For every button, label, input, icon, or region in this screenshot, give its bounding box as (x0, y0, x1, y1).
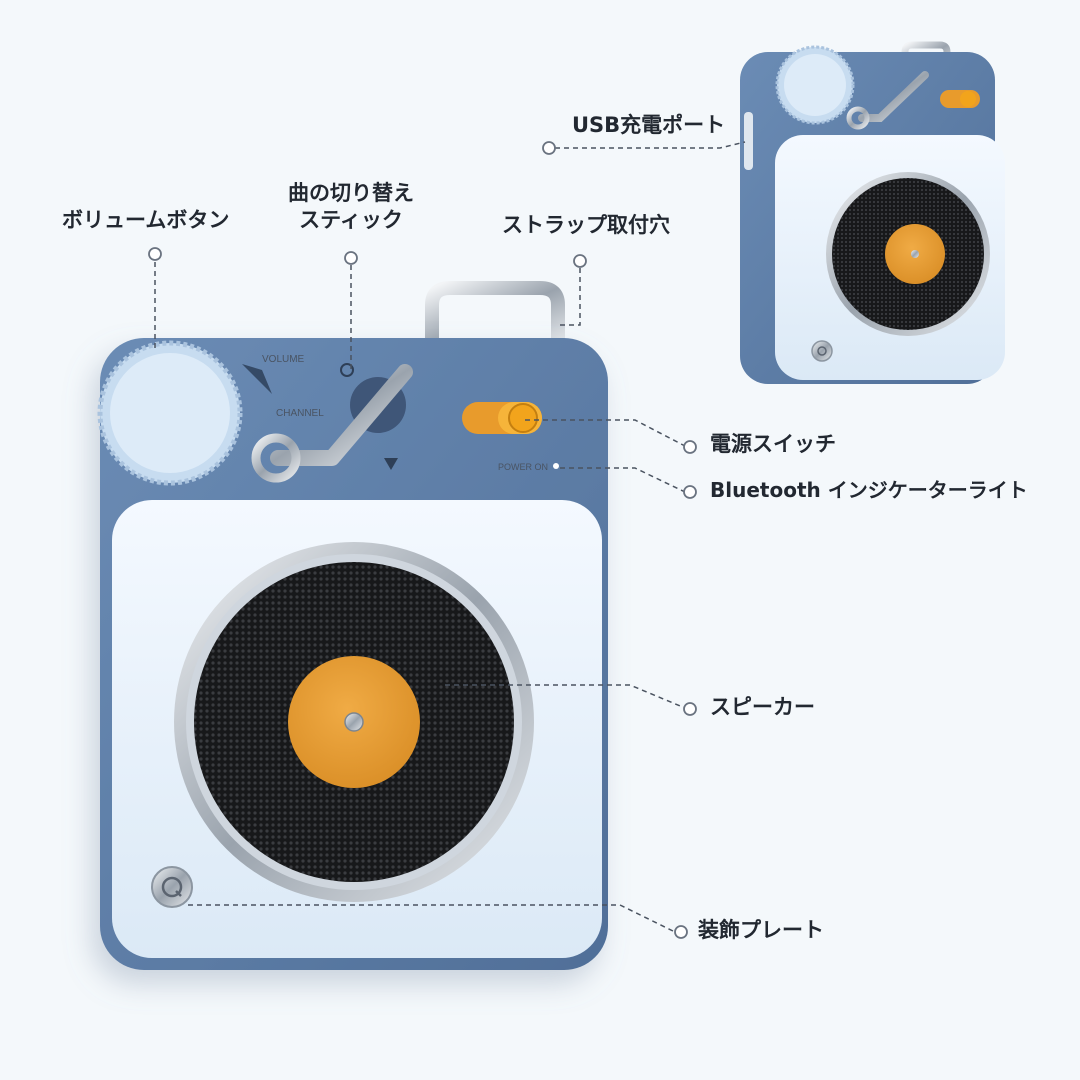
dot-usb (542, 141, 556, 155)
dot-volume (148, 247, 162, 261)
label-usb-port: USB充電ポート (572, 113, 726, 137)
label-song-switch-line1: 曲の切り替え (288, 181, 414, 205)
bluetooth-indicator-light (553, 463, 559, 469)
callout-dots (148, 141, 697, 939)
dot-strap (573, 254, 587, 268)
volume-wedge-icon (242, 364, 272, 394)
volume-print: VOLUME (262, 354, 305, 365)
label-decor-plate: 装飾プレート (698, 918, 824, 942)
decor-plate-icon (151, 866, 193, 908)
dot-channel (344, 251, 358, 265)
label-speaker: スピーカー (710, 695, 815, 719)
callout-lines (154, 141, 746, 933)
dot-speaker (683, 702, 697, 716)
power-on-print: POWER ON (498, 462, 548, 472)
power-switch-knob (508, 403, 538, 433)
usb-port-icon (744, 112, 753, 170)
callout-line-strap (558, 268, 581, 326)
channel-print: CHANNEL (276, 408, 324, 419)
callout-line-decor (188, 904, 676, 933)
callout-line-power (525, 419, 686, 447)
next-arrow-icon (384, 458, 398, 470)
label-bluetooth-light: Bluetooth インジケーターライト (710, 478, 1028, 502)
callout-line-speaker (445, 684, 686, 709)
label-power-switch: 電源スイッチ (710, 432, 836, 456)
main-speaker: VOLUME CHANNEL POWER ON (97, 281, 608, 970)
dot-bluetooth (683, 485, 697, 499)
dot-power (683, 440, 697, 454)
callout-line-bluetooth (560, 467, 686, 493)
rear-speaker (740, 41, 1005, 384)
dot-decor (674, 925, 688, 939)
label-song-switch: 曲の切り替え スティック (266, 180, 436, 235)
label-volume-button: ボリュームボタン (62, 208, 230, 232)
label-song-switch-line2: スティック (299, 208, 403, 233)
callout-line-usb (555, 141, 746, 149)
record-spindle (344, 712, 364, 732)
strap-loop (425, 281, 565, 345)
label-strap-hole: ストラップ取付穴 (502, 213, 670, 237)
